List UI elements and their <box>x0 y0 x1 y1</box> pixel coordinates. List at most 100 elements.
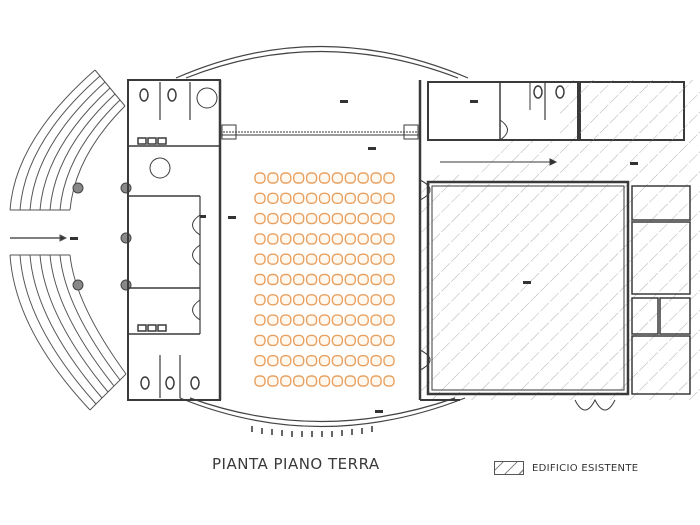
seat <box>344 273 356 286</box>
seat <box>344 172 356 184</box>
seat <box>254 334 266 347</box>
seat <box>305 233 318 245</box>
bottom-window-ticks <box>251 426 373 437</box>
seat <box>293 212 305 225</box>
seat <box>305 334 318 347</box>
seat <box>267 375 279 387</box>
seat <box>293 273 305 286</box>
seat <box>254 172 266 184</box>
seat <box>383 212 395 225</box>
seat <box>331 314 344 326</box>
seat <box>293 314 305 326</box>
seat <box>331 212 344 225</box>
seat <box>305 314 318 326</box>
seat <box>370 253 382 265</box>
seat <box>267 273 279 286</box>
seat <box>280 334 292 347</box>
seat <box>280 233 292 245</box>
seat <box>254 233 266 245</box>
seat <box>254 253 266 265</box>
amphitheatre-steps <box>9 69 127 411</box>
seat <box>383 334 395 347</box>
seat <box>357 375 369 387</box>
seat <box>331 233 344 245</box>
seat <box>254 212 266 225</box>
seat <box>293 253 305 265</box>
seat <box>357 355 369 367</box>
main-hall <box>220 80 460 401</box>
seat <box>280 294 292 306</box>
seat <box>344 192 356 205</box>
audience-seating <box>254 172 395 387</box>
seat <box>331 294 344 306</box>
seat <box>318 253 331 265</box>
hatch-swatch-icon <box>494 461 524 475</box>
seat <box>280 273 292 286</box>
seat <box>267 233 279 245</box>
seat <box>370 334 382 347</box>
seat <box>280 314 292 326</box>
seat <box>383 314 395 326</box>
seat <box>331 375 344 387</box>
seat <box>267 355 279 367</box>
drawing-title: PIANTA PIANO TERRA <box>212 455 380 473</box>
seat <box>357 192 369 205</box>
seat <box>318 192 331 205</box>
existing-building <box>420 80 700 400</box>
seat <box>370 172 382 184</box>
seat <box>305 355 318 367</box>
seat <box>357 212 369 225</box>
left-service-block <box>127 79 222 401</box>
seat <box>305 172 318 184</box>
seat <box>305 192 318 205</box>
seat <box>280 172 292 184</box>
seat <box>331 172 344 184</box>
seat <box>254 355 266 367</box>
seat <box>280 192 292 205</box>
room-label-marks <box>70 100 638 413</box>
seat <box>280 355 292 367</box>
seat <box>383 192 395 205</box>
seat <box>370 192 382 205</box>
seat <box>344 334 356 347</box>
seat <box>344 233 356 245</box>
seat <box>357 172 369 184</box>
seat <box>280 212 292 225</box>
seat <box>280 253 292 265</box>
seat <box>254 314 266 326</box>
seat <box>331 253 344 265</box>
seat <box>267 334 279 347</box>
seat <box>331 355 344 367</box>
seat <box>370 212 382 225</box>
seat <box>305 212 318 225</box>
seat <box>318 273 331 286</box>
toilets <box>137 88 200 390</box>
seat <box>357 273 369 286</box>
seat <box>318 355 331 367</box>
seat <box>267 172 279 184</box>
seat <box>383 294 395 306</box>
seat <box>370 273 382 286</box>
seat <box>254 294 266 306</box>
seat <box>267 212 279 225</box>
seat <box>293 172 305 184</box>
seat <box>357 294 369 306</box>
top-right-toilets <box>533 85 565 99</box>
seat <box>383 172 395 184</box>
seat <box>344 375 356 387</box>
seat <box>344 314 356 326</box>
seat <box>318 294 331 306</box>
seat <box>293 233 305 245</box>
seat <box>357 233 369 245</box>
right-rooms <box>574 185 691 411</box>
seat <box>254 273 266 286</box>
seat <box>383 355 395 367</box>
seat <box>383 273 395 286</box>
seat <box>370 233 382 245</box>
seat <box>370 314 382 326</box>
seat <box>370 375 382 387</box>
seat <box>357 314 369 326</box>
seat <box>305 273 318 286</box>
curved-wall-top <box>175 45 469 79</box>
